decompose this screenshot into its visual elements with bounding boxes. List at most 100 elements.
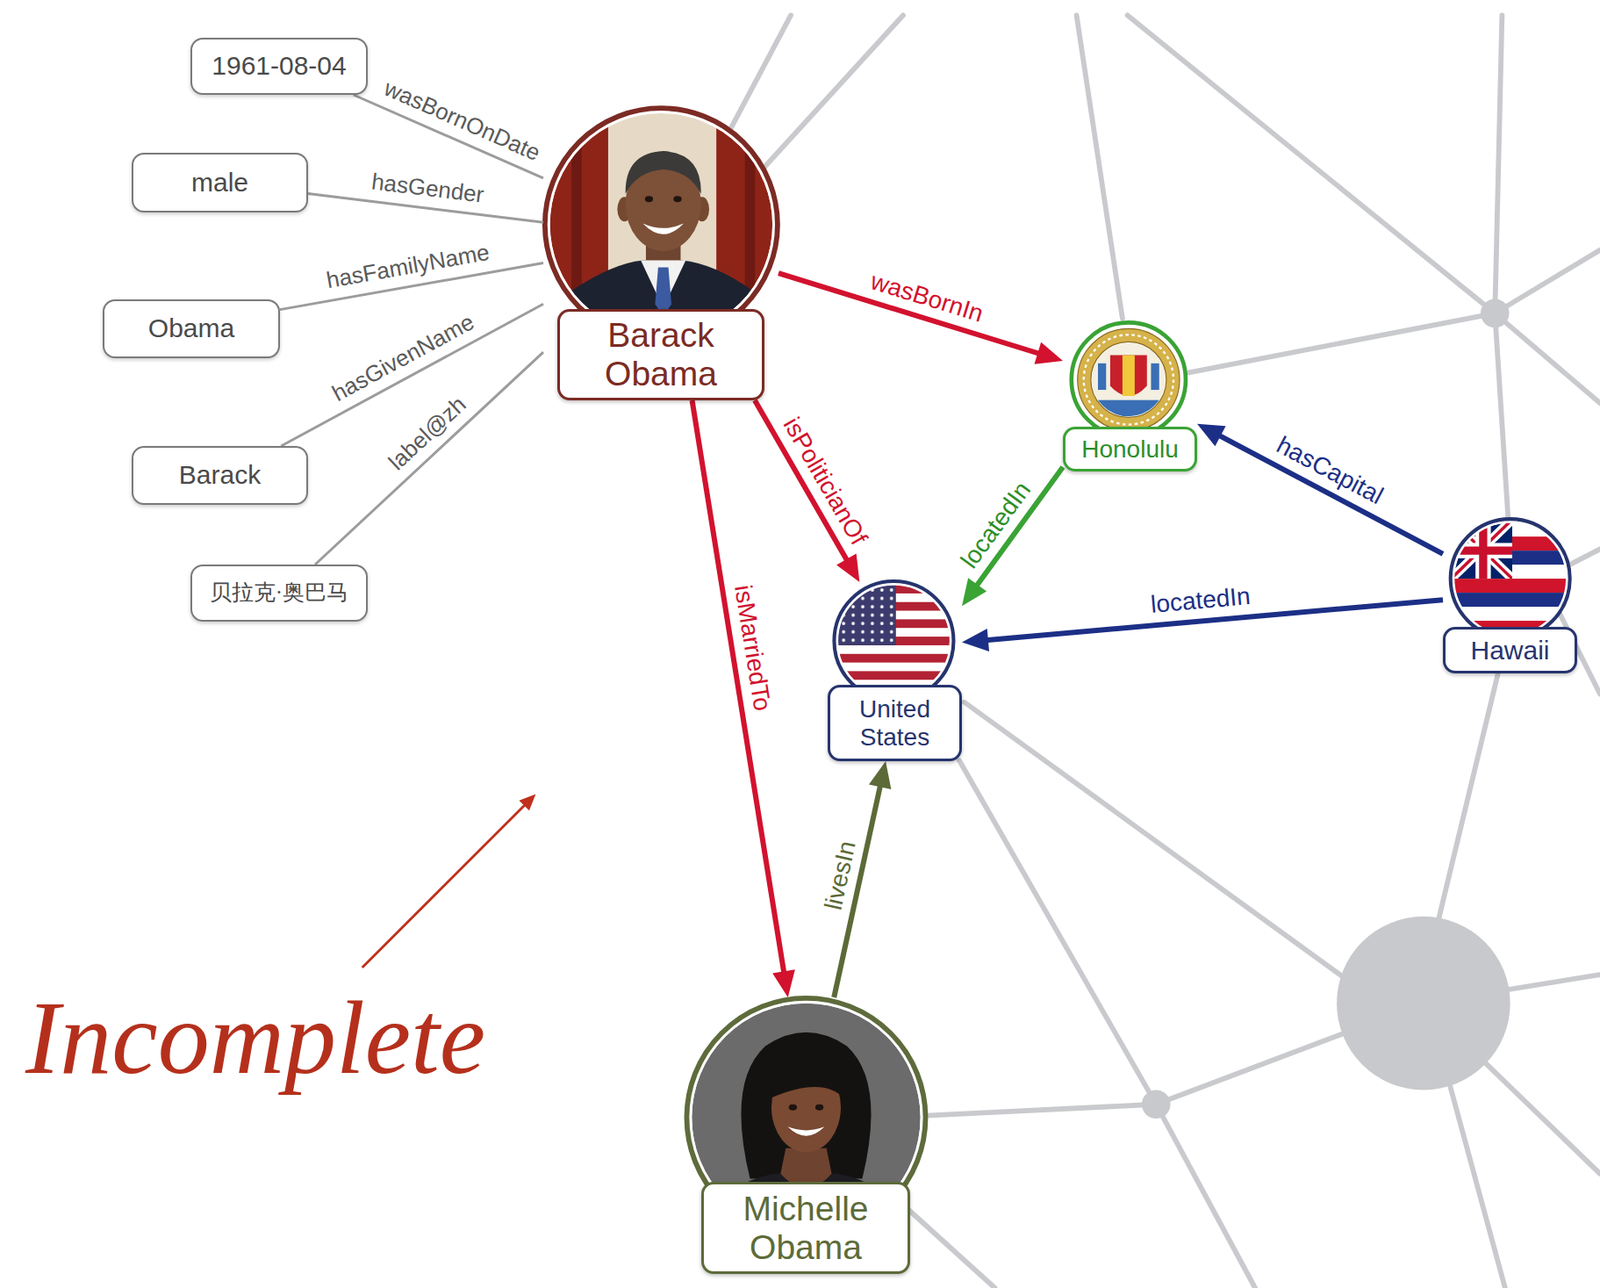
flag-stripe: [1450, 592, 1570, 607]
attribute-text: male: [191, 167, 249, 199]
place-node: Hawaii: [1442, 519, 1578, 674]
flag-stripe: [1450, 578, 1570, 593]
seal-emblem: [1090, 343, 1168, 417]
network-line: [959, 760, 1156, 1105]
place-node: Honolulu: [1062, 320, 1198, 472]
seal-stripe: [1122, 355, 1135, 396]
flag-white: [1450, 519, 1570, 639]
smile: [642, 223, 684, 235]
node-label: United States: [827, 684, 962, 761]
flag-white: [834, 581, 954, 701]
arrowhead: [961, 628, 990, 652]
seal-water: [1090, 400, 1168, 417]
union-jack: [1454, 522, 1513, 579]
arrowhead: [1197, 423, 1227, 447]
network-line: [908, 1208, 996, 1288]
edge-label: wasBornIn: [864, 266, 990, 330]
jack-diagonal: [1454, 522, 1513, 579]
edge-label: hasCapital: [1269, 430, 1390, 512]
arrowhead: [1034, 342, 1063, 365]
callout-arrow: [362, 793, 537, 968]
edge-label: livesIn: [818, 835, 863, 915]
jack-field: [1454, 522, 1513, 579]
place-node: United States: [827, 581, 962, 761]
flag-ring: [836, 583, 951, 698]
arrowhead: [772, 968, 796, 998]
jack-diagonal: [1454, 522, 1513, 579]
seal-shield: [1110, 355, 1148, 396]
eye: [815, 1104, 824, 1111]
network-line: [1438, 673, 1498, 919]
connector: [1197, 423, 1443, 554]
node-label: Hawaii: [1442, 626, 1578, 674]
network-line: [964, 702, 1348, 980]
seal-figure: [1097, 363, 1106, 390]
network-line: [1188, 313, 1495, 373]
arrowhead: [836, 553, 860, 582]
network-line: [1155, 1104, 1256, 1288]
person-node: Michelle Obama: [685, 997, 926, 1274]
seal-band: [1077, 328, 1180, 431]
attribute-text: Barack: [179, 459, 261, 491]
network-line: [1494, 313, 1508, 519]
network-line: [729, 14, 791, 130]
network-dot: [1141, 1089, 1171, 1119]
hair: [625, 150, 702, 194]
portrait-ring: [547, 111, 775, 338]
attribute-text: 1961-08-04: [211, 50, 346, 82]
us-flag: [833, 581, 954, 701]
node-label: Honolulu: [1062, 426, 1198, 472]
edge-label: hasGender: [367, 168, 488, 209]
callout-line: [362, 804, 525, 968]
network-dot: [1480, 299, 1510, 329]
node-label: Michelle Obama: [701, 1181, 911, 1274]
edge-label: locatedIn: [1147, 581, 1255, 620]
eye: [673, 195, 682, 202]
edge-label: isPoliticianOf: [775, 409, 875, 552]
flag-field: [834, 581, 954, 701]
seal-ring: [1071, 322, 1186, 437]
connector: [692, 400, 796, 998]
eye: [789, 1104, 797, 1111]
edge-label: hasFamilyName: [322, 239, 495, 295]
attribute-box: Barack: [131, 445, 309, 505]
bangs: [770, 1054, 845, 1098]
network-line: [926, 1104, 1157, 1116]
network-line: [763, 14, 904, 168]
connector: [280, 303, 544, 446]
network-line: [1494, 313, 1600, 403]
jack-diagonal: [1454, 522, 1513, 579]
attribute-box: Obama: [102, 299, 280, 359]
edge-label: isMarriedTo: [727, 580, 777, 716]
attribute-box: 1961-08-04: [190, 37, 368, 95]
smile: [788, 1126, 826, 1135]
seal-figure: [1150, 363, 1159, 390]
network-line: [1076, 14, 1123, 318]
edge-label: locatedIn: [954, 473, 1039, 576]
note-label: Incomplete: [25, 981, 486, 1096]
flag-stripe: [834, 653, 954, 663]
network-hub: [1336, 916, 1511, 1091]
portrait-ring: [545, 107, 778, 341]
node-label: Barack Obama: [557, 308, 765, 401]
person-node: Barack Obama: [543, 107, 779, 401]
connector-line: [280, 303, 544, 446]
seal-lettering: [1083, 334, 1174, 424]
network-line: [1449, 1081, 1506, 1288]
jack-diagonal: [1454, 522, 1513, 579]
connector-line: [692, 400, 785, 976]
network-line: [1494, 250, 1600, 314]
flag-ring: [1450, 518, 1571, 639]
hawaii-flag: [1450, 518, 1571, 639]
edge-label: wasBornOnDate: [377, 74, 546, 169]
honolulu-seal: [1071, 322, 1186, 437]
network-line: [1127, 14, 1496, 313]
arrowhead: [868, 760, 891, 790]
flag-field: [1450, 519, 1570, 639]
flag-ring: [1453, 521, 1568, 636]
connector-line: [1215, 433, 1443, 554]
attribute-text: Obama: [148, 313, 235, 345]
attribute-box: male: [131, 152, 309, 213]
